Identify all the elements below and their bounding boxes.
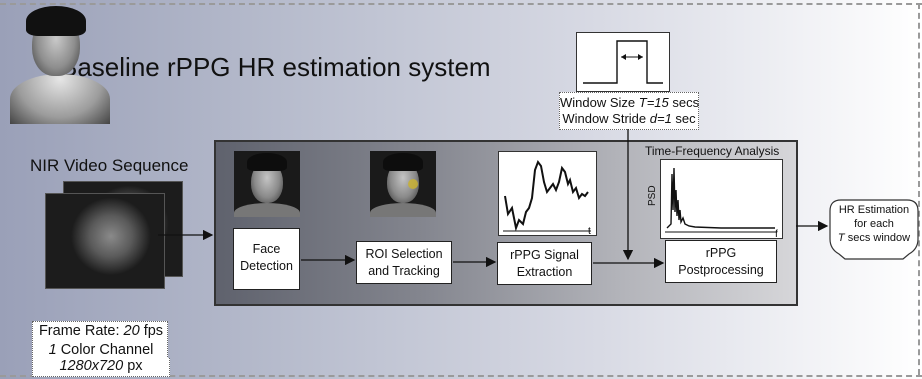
input-label: NIR Video Sequence [30, 156, 189, 175]
psd-curve [666, 167, 775, 229]
input-parameters: Frame Rate: 20 fps 1 Color Channel [32, 321, 168, 361]
diagram-title: Baseline rPPG HR estimation system [60, 52, 491, 82]
extraction-box: rPPG Signal Extraction [497, 242, 592, 285]
rppg-signal-plot: t [498, 151, 597, 237]
extraction-line2: Extraction [516, 265, 573, 279]
arrowhead-right-icon [638, 54, 643, 60]
hr-node-shape [829, 199, 919, 260]
arrowhead-left-icon [621, 54, 626, 60]
window-stride-value: d=1 [649, 111, 672, 126]
hr-line1: HR Estimation [838, 204, 910, 216]
dashed-border-right [918, 3, 920, 375]
channel-text: Color Channel [56, 342, 154, 358]
psd-x-label: f [775, 229, 778, 238]
face-detection-line2: Detection [240, 259, 293, 273]
roi-line2: and Tracking [368, 264, 440, 278]
hr-window-var: T [837, 232, 845, 244]
frame-rate-prefix: Frame Rate: [38, 323, 124, 339]
hr-line2: for each [854, 218, 894, 230]
frame-rate-value: 20 [123, 323, 140, 339]
hr-window-text: secs window [844, 232, 911, 244]
rppg-signal-line [504, 159, 589, 232]
extraction-line1: rPPG Signal [510, 248, 579, 262]
postprocessing-line1: rPPG [705, 246, 737, 260]
signal-axis-label: t [588, 226, 591, 235]
window-stride-prefix: Window Stride [562, 111, 650, 126]
roi-line1: ROI Selection [365, 247, 443, 261]
window-stride-unit: sec [671, 111, 696, 126]
window-size-value: T=15 [638, 95, 669, 110]
window-size-unit: secs [668, 95, 700, 110]
postprocessing-line2: Postprocessing [678, 263, 764, 277]
hr-output-node: HR Estimation for each T secs window [829, 199, 919, 260]
time-frequency-label: Time-Frequency Analysis [645, 144, 780, 158]
postprocessing-box: rPPG Postprocessing [665, 240, 777, 283]
window-illustration [576, 32, 670, 92]
dashed-border-bottom [0, 375, 922, 377]
resolution-unit: px [123, 358, 143, 374]
resolution-value: 1280x720 [59, 358, 124, 374]
video-frame-middle [45, 193, 165, 289]
window-svg [583, 40, 663, 84]
psd-plot: f [660, 159, 783, 240]
roi-thumbnail [370, 151, 436, 217]
face-detection-line1: Face [252, 242, 281, 256]
window-pulse [583, 40, 663, 84]
video-frame-front [0, 0, 120, 124]
window-parameters: Window Size T=15 secs Window Stride d=1 … [559, 92, 699, 130]
dashed-border-top [0, 3, 922, 5]
roi-box: ROI Selection and Tracking [356, 241, 452, 284]
face-detection-box: Face Detection [233, 228, 300, 290]
psd-svg: f [665, 167, 778, 240]
channel-value: 1 [48, 342, 57, 358]
window-size-prefix: Window Size [560, 95, 639, 110]
rppg-signal-svg: t [503, 159, 591, 237]
resolution-cell: 1280x720 px [32, 358, 170, 377]
roi-marker [408, 179, 418, 189]
frame-rate-unit: fps [139, 323, 164, 339]
face-detection-thumbnail [234, 151, 300, 217]
hr-line3: T secs window [829, 231, 919, 245]
